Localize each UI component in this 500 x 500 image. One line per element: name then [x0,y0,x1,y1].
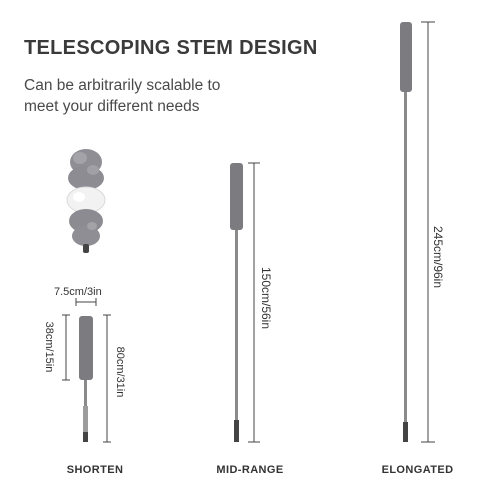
grip-shorten [83,432,88,442]
mid-length-bracket [248,162,260,443]
head-length-bracket [62,314,70,381]
head-length-label: 38cm/15in [43,321,55,373]
long-length-label: 245cm/96in [431,225,445,289]
duster-head-connector [83,244,89,253]
duster-mid [230,162,260,443]
headline: TELESCOPING STEM DESIGN [24,37,318,59]
fluff-top [68,149,104,190]
duster-head-closeup [66,149,106,253]
shorten-length-bracket [103,314,111,443]
long-length-bracket [421,21,435,443]
pole-mid [235,230,238,420]
mid-length-label: 150cm/56in [259,266,273,330]
shorten-length-label: 80cm/31in [114,346,126,398]
pad-shorten [79,316,93,380]
description-line-1: Can be arbitrarily scalable to [24,77,221,94]
pad-mid [230,163,243,230]
fluff-bottom [69,209,103,246]
pad-long [400,22,412,92]
caption-long: ELONGATED [381,464,454,476]
pole-long [404,92,407,422]
pole-shorten [84,380,87,406]
handle-shorten [83,406,88,442]
duster-shorten [62,298,111,443]
head-width-label: 7.5cm/3in [54,286,102,298]
head-width-bracket [75,298,97,306]
grip-long [403,422,408,442]
duster-long [400,21,435,443]
grip-mid [234,420,239,442]
caption-shorten: SHORTEN [66,464,124,476]
caption-mid: MID-RANGE [216,464,284,476]
description-line-2: meet your different needs [24,98,200,115]
